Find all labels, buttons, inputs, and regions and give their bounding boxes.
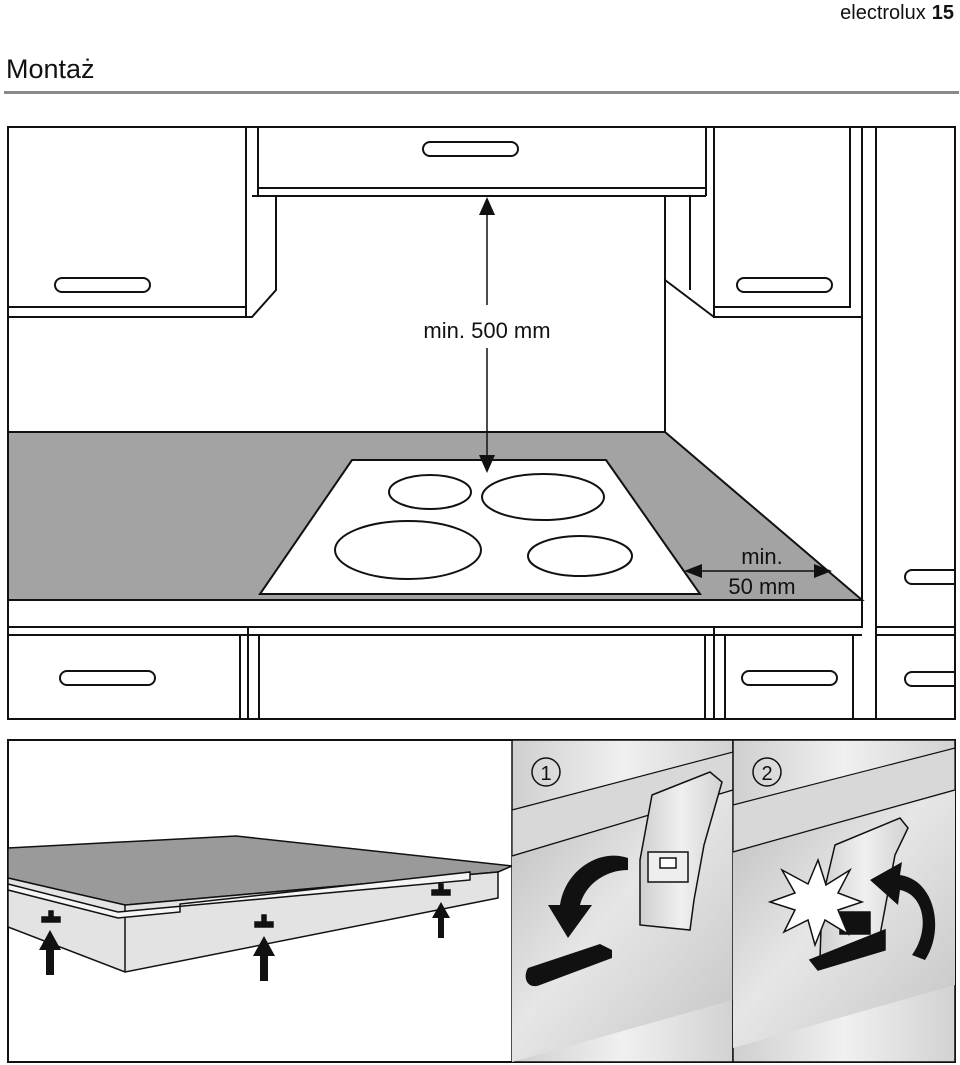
step-2-panel: 2: [732, 739, 956, 1063]
lower-cabinets: [7, 627, 862, 720]
upper-left-cabinet: [7, 126, 277, 318]
hob-underside-panel: [7, 835, 515, 981]
step-1-badge: [531, 757, 561, 787]
side-clearance-label-value: 50 mm: [728, 574, 795, 599]
step-2-badge: [752, 757, 782, 787]
up-arrow-icon: [39, 902, 450, 981]
height-dimension-arrow: [479, 197, 495, 473]
rotate-up-arrow-icon: [870, 862, 936, 960]
clip-position-markers: [41, 883, 451, 928]
section-title: Montaż: [6, 54, 95, 84]
height-clearance-label: min. 500 mm: [423, 318, 550, 343]
side-clearance-label-min: min.: [741, 544, 783, 569]
upper-middle-cabinet: [257, 126, 707, 197]
click-star-icon: [767, 857, 865, 948]
rotate-arrow-icon: [548, 855, 628, 938]
step-1-number: 1: [540, 763, 551, 785]
kitchen-clearance-figure: [7, 126, 956, 720]
mounting-clip: [639, 771, 723, 931]
clip-slot: [525, 944, 612, 987]
upper-right-cabinet: [664, 126, 863, 318]
hob: [258, 459, 702, 595]
tall-right-cabinet: [861, 127, 955, 719]
brand-name: electrolux: [840, 2, 926, 24]
clip-mounting-figure: 1 2: [7, 739, 956, 1063]
step-1-panel: 1: [511, 739, 734, 1063]
step-2-number: 2: [761, 763, 772, 785]
side-dimension-arrow: [684, 564, 832, 578]
page-number: 15: [931, 2, 954, 24]
title-rule: [4, 91, 959, 94]
